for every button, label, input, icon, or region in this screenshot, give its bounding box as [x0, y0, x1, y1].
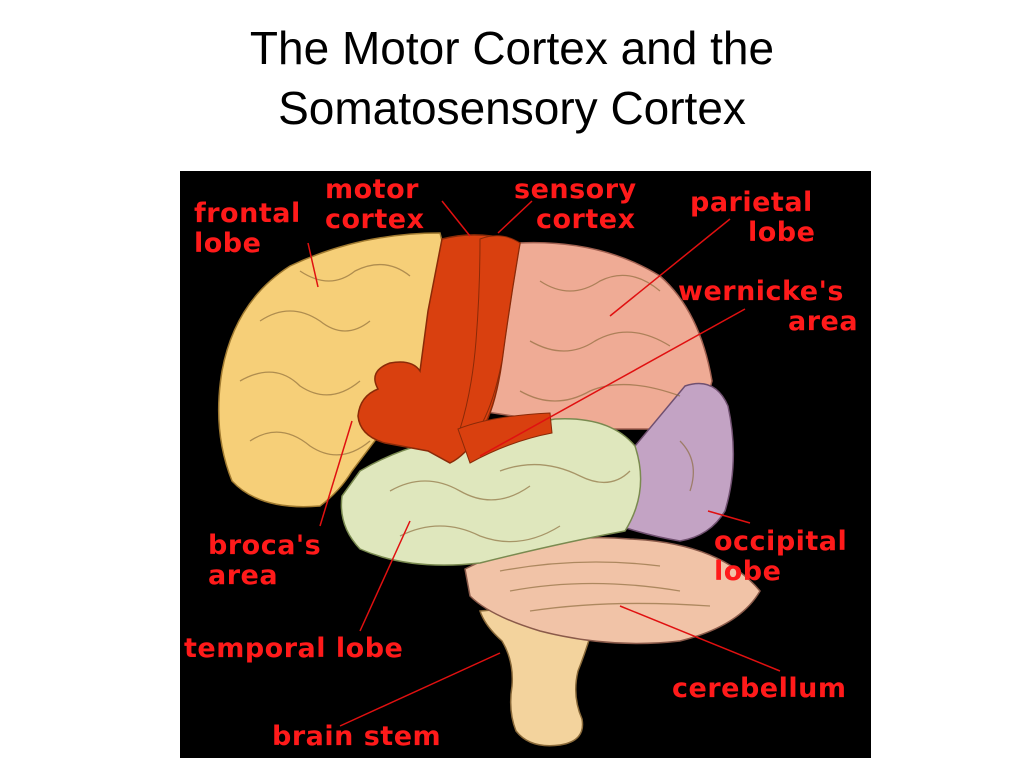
- wernickes-area-label: wernicke's area: [678, 277, 858, 337]
- motor-cortex-label-line-1: motor: [325, 174, 419, 205]
- pointer-lines: [307, 200, 781, 727]
- brain-stem-label: brain stem: [272, 722, 441, 752]
- occipital-lobe-label-line-2: lobe: [714, 556, 782, 587]
- brocas-area-label-line-1: broca's: [208, 530, 322, 561]
- sensory-cortex-label-line-1: sensory: [514, 174, 637, 205]
- parietal-lobe-label-line-1: parietal: [690, 187, 813, 218]
- cerebellum-label-line-1: cerebellum: [672, 673, 847, 704]
- slide-title-line-2: Somatosensory Cortex: [278, 82, 746, 134]
- occipital-lobe-region: [619, 382, 735, 542]
- brain-illustration: [217, 200, 781, 747]
- wernickes-area-label-line-1: wernicke's: [678, 276, 844, 307]
- sensory-cortex-region: [459, 235, 521, 434]
- motor-cortex-label: motor cortex: [325, 175, 425, 235]
- brocas-area-label-line-2: area: [208, 560, 279, 591]
- slide-title: The Motor Cortex and the Somatosensory C…: [0, 18, 1024, 138]
- slide-title-line-1: The Motor Cortex and the: [249, 22, 775, 74]
- frontal-lobe-label-line-2: lobe: [194, 228, 262, 259]
- occipital-lobe-label: occipital lobe: [714, 527, 847, 587]
- motor-cortex-label-line-2: cortex: [325, 204, 425, 235]
- wernickes-area-region: [457, 412, 553, 464]
- brain-stem-label-line-1: brain stem: [272, 721, 442, 752]
- frontal-lobe-label-line-1: frontal: [194, 198, 301, 229]
- occipital-lobe-label-line-1: occipital: [714, 526, 848, 557]
- frontal-lobe-label: frontal lobe: [194, 199, 301, 259]
- brain-diagram: frontal lobe motor cortex sensory cortex…: [180, 171, 871, 758]
- temporal-lobe-label-line-1: temporal lobe: [184, 633, 404, 664]
- sensory-cortex-label-line-2: cortex: [536, 204, 636, 235]
- parietal-lobe-label: parietal lobe: [690, 188, 815, 248]
- gyri-lines: [239, 264, 711, 612]
- wernickes-area-label-line-2: area: [788, 306, 859, 337]
- cerebellum-label: cerebellum: [672, 674, 846, 704]
- parietal-lobe-label-line-2: lobe: [748, 217, 816, 248]
- brocas-area-label: broca's area: [208, 531, 321, 591]
- temporal-lobe-label: temporal lobe: [184, 634, 403, 664]
- frontal-lobe-region: [217, 232, 443, 508]
- sensory-cortex-label: sensory cortex: [514, 175, 637, 235]
